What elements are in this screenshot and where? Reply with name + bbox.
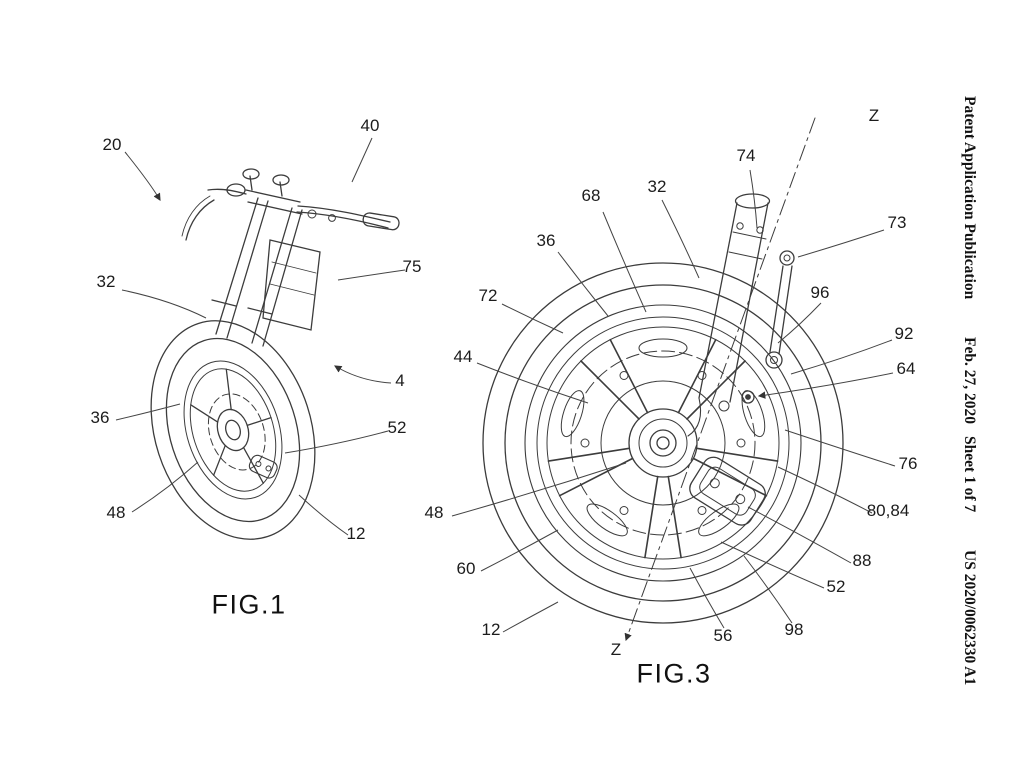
- publication-date: Feb. 27, 2020: [961, 337, 978, 425]
- fig3-ref-52: 52: [826, 577, 846, 596]
- fig1-caption: FIG.1: [211, 589, 287, 620]
- fig1-ref-75: 75: [402, 257, 422, 276]
- fig3-ref-72: 72: [478, 286, 498, 305]
- fig3-ref-36: 36: [536, 231, 556, 250]
- fig1-ref-52: 52: [387, 418, 407, 437]
- fig3-ref-48: 48: [424, 503, 444, 522]
- fig1-ref-12: 12: [346, 524, 366, 543]
- fig1-ref-4: 4: [395, 371, 405, 390]
- fig1-ref-40: 40: [360, 116, 380, 135]
- fig3-ref-64: 64: [896, 359, 916, 378]
- fig3-ref-60: 60: [456, 559, 476, 578]
- fig1-drawing: [150, 168, 400, 540]
- fig3-ref-12: 12: [481, 620, 501, 639]
- publication-title: Patent Application Publication: [961, 96, 978, 300]
- fig3-ref-z-bottom: Z: [610, 640, 622, 659]
- fig3-ref-92: 92: [894, 324, 914, 343]
- fig1-ref-36: 36: [90, 408, 110, 427]
- fig1-ref-32: 32: [96, 272, 116, 291]
- fig1-ref-20: 20: [102, 135, 122, 154]
- sheet-number: Sheet 1 of 7: [961, 436, 978, 513]
- fig3-ref-56: 56: [713, 626, 733, 645]
- fig3-ref-98: 98: [784, 620, 804, 639]
- fig3-ref-88: 88: [852, 551, 872, 570]
- fig1-leader-lines: [115, 137, 406, 536]
- patent-sheet-header: Patent Application Publication Feb. 27, …: [960, 96, 978, 696]
- fig3-ref-68: 68: [581, 186, 601, 205]
- fig3-drawing: [482, 117, 844, 642]
- fig3-ref-44: 44: [453, 347, 473, 366]
- fig3-ref-96: 96: [810, 283, 830, 302]
- fig3-ref-74: 74: [736, 146, 756, 165]
- fig3-ref-73: 73: [887, 213, 907, 232]
- fig3-caption: FIG.3: [636, 658, 712, 689]
- document-number: US 2020/0062330 A1: [961, 550, 978, 686]
- fig3-leader-lines: [451, 169, 896, 633]
- fig3-ref-32: 32: [647, 177, 667, 196]
- fig3-ref-z-top: Z: [868, 106, 880, 125]
- fig3-ref-80-84: 80,84: [866, 501, 910, 520]
- fig3-ref-76: 76: [898, 454, 918, 473]
- fig1-ref-48: 48: [106, 503, 126, 522]
